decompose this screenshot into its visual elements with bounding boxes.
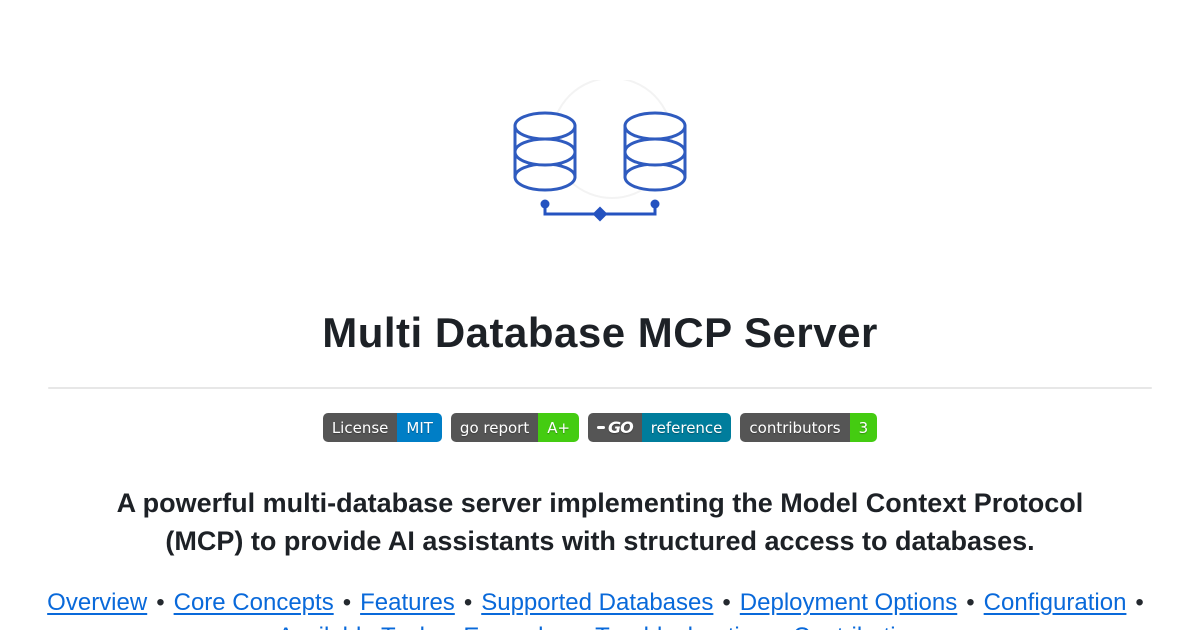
license-badge-value: MIT [397, 413, 442, 442]
nav-line-2: Available Tools • Examples • Troubleshooting… [0, 620, 1200, 630]
description-line-1: A powerful multi-database server impleme… [116, 488, 1084, 518]
nav-link-contributing[interactable]: Contributing [793, 623, 922, 630]
go-report-badge[interactable]: go report A+ [450, 413, 580, 442]
license-badge[interactable]: License MIT [322, 413, 442, 442]
go-report-badge-value: A+ [538, 413, 580, 442]
nav-separator: • [722, 589, 731, 616]
nav-separator: • [463, 589, 473, 616]
nav-line-1: Overview • Core Concepts • Features • Supporte… [0, 586, 1200, 620]
nav-link-available-tools[interactable]: Available Tools [278, 623, 437, 630]
go-logo-icon: GO [588, 413, 642, 442]
divider [48, 387, 1152, 389]
contributors-badge[interactable]: contributors 3 [740, 413, 878, 442]
logo [0, 80, 1200, 226]
nav-link-configuration[interactable]: Configuration [983, 589, 1127, 616]
nav-separator: • [578, 623, 586, 630]
nav-link-overview[interactable]: Overview [47, 589, 148, 616]
badge-row: License MIT go report A+ GO reference co… [0, 413, 1200, 442]
nav-separator: • [342, 589, 352, 616]
nav-link-examples[interactable]: Examples [463, 623, 568, 630]
nav-link-core-concepts[interactable]: Core Concepts [173, 589, 334, 616]
go-reference-badge[interactable]: GO reference [588, 413, 732, 442]
nav-link-features[interactable]: Features [360, 589, 455, 616]
contributors-badge-value: 3 [849, 413, 878, 442]
nav-link-troubleshooting[interactable]: Troubleshooting [595, 623, 766, 630]
go-reference-badge-value: reference [641, 413, 732, 442]
nav-link-supported-databases[interactable]: Supported Databases [481, 589, 714, 616]
nav-separator: • [775, 623, 783, 630]
nav-separator: • [156, 589, 165, 616]
toc-nav: Overview • Core Concepts • Features • Supporte… [0, 586, 1200, 630]
page-title: Multi Database MCP Server [322, 309, 878, 356]
nav-separator: • [1135, 589, 1144, 616]
contributors-badge-label: contributors [740, 413, 850, 442]
nav-separator: • [446, 623, 454, 630]
nav-link-deployment-options[interactable]: Deployment Options [739, 589, 958, 616]
nav-separator: • [966, 589, 975, 616]
dual-database-logo-icon [513, 80, 687, 222]
description: A powerful multi-database server impleme… [0, 484, 1200, 560]
go-report-badge-label: go report [450, 413, 539, 442]
description-line-2: (MCP) to provide AI assistants with stru… [165, 526, 1035, 556]
license-badge-label: License [322, 413, 398, 442]
